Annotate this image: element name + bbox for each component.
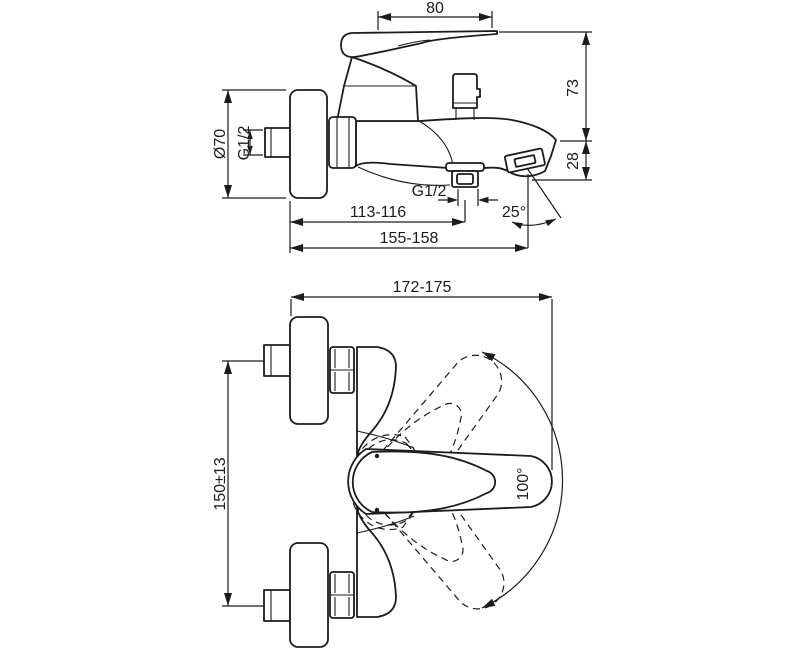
dim-spout-angle: 25° — [502, 167, 562, 230]
hex-nut-side — [328, 116, 357, 169]
cartridge-housing-curves — [356, 430, 415, 534]
plan-view: 100° 172-175 150±13 — [212, 279, 564, 648]
dim-heights: 73 28 — [499, 31, 592, 181]
dim-label-155-158: 155-158 — [380, 230, 439, 247]
dim-label-100deg: 100° — [515, 467, 532, 500]
side-view-parts — [264, 30, 557, 199]
dim-lever-length: 80 — [377, 0, 493, 30]
dim-label-80: 80 — [426, 0, 444, 17]
dim-inlet-thread: G1/2 — [236, 126, 263, 161]
dim-handle-swing: 100° — [480, 348, 564, 612]
shower-outlet-detail — [453, 102, 477, 120]
dim-label-150: 150±13 — [212, 457, 229, 510]
spout-belly-line — [357, 166, 451, 186]
escutcheon-top-plan — [289, 316, 329, 425]
inlet-connector-bottom — [263, 589, 291, 622]
hex-nut-facets — [336, 118, 350, 167]
inlet-thread-side — [264, 127, 291, 158]
plan-view-dimensions: 172-175 150±13 — [212, 279, 553, 607]
dim-label-172-175: 172-175 — [393, 279, 452, 296]
dim-flange-diameter: Ø70 — [212, 89, 286, 199]
handle-lever-side — [340, 30, 498, 58]
dim-label-28: 28 — [565, 152, 582, 170]
body-spout-intersection-line — [418, 120, 454, 166]
dim-label-inlet-thread: G1/2 — [236, 126, 253, 161]
shower-outlet-fitting — [452, 73, 481, 109]
plan-view-parts — [263, 316, 553, 648]
hex-nut-top-facets — [330, 349, 354, 391]
escutcheon-bottom-plan — [289, 542, 329, 648]
dim-label-flange: Ø70 — [212, 129, 229, 159]
lever-crease — [397, 39, 431, 47]
outlet-flange — [445, 162, 485, 172]
outlet-inner — [456, 173, 474, 185]
side-view-dimensions: 80 73 28 Ø70 — [212, 0, 592, 253]
inlet-connector-top — [263, 344, 291, 377]
dim-inlet-spacing: 150±13 — [212, 360, 264, 607]
escutcheon-side — [289, 89, 328, 199]
dim-label-outlet-thread: G1/2 — [412, 183, 447, 200]
dim-label-73: 73 — [565, 79, 582, 97]
hex-nut-bottom-facets — [330, 574, 354, 616]
cartridge-dome — [336, 56, 419, 122]
side-view: 80 73 28 Ø70 — [212, 0, 592, 253]
mixer-body-plan — [356, 346, 397, 618]
dim-label-25deg: 25° — [502, 204, 526, 221]
aerator — [504, 147, 546, 174]
handle-screw-dot-2 — [374, 507, 380, 513]
dim-total-depth: 172-175 — [290, 279, 553, 470]
dim-projections: G1/2 113-116 155-158 — [289, 174, 529, 253]
dim-label-113-116: 113-116 — [350, 204, 406, 221]
handle-screw-dot-1 — [374, 453, 380, 459]
